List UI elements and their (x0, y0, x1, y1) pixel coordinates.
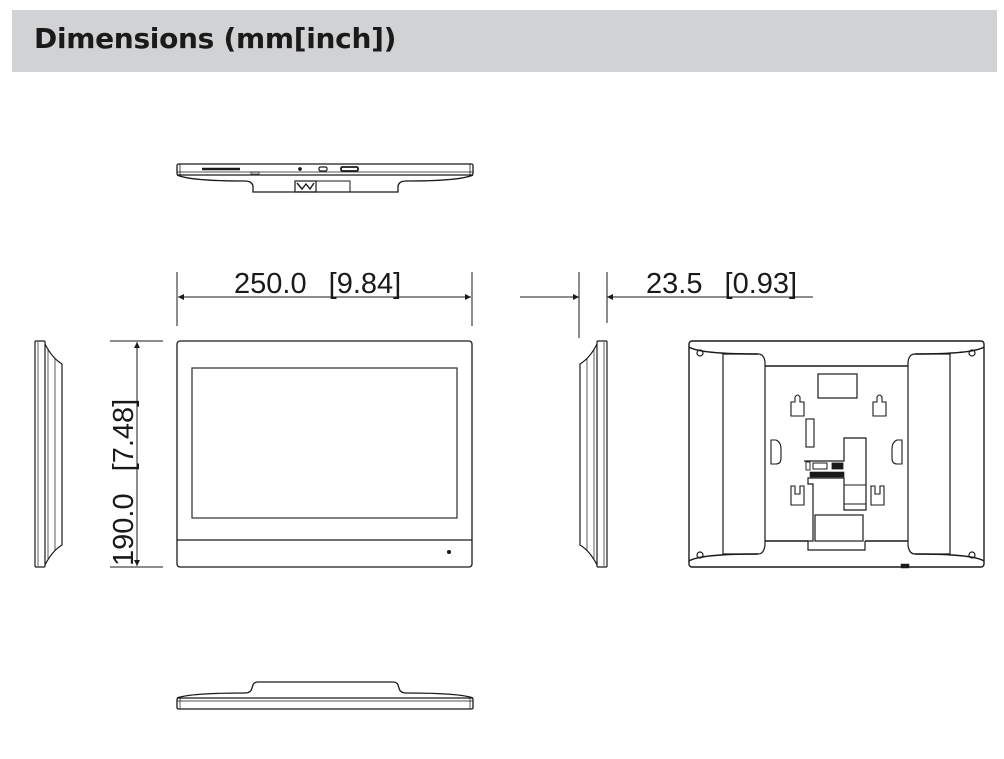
width-value: 250.0 [9.84] (234, 268, 401, 300)
left-side-view (34, 340, 63, 568)
front-view (176, 340, 473, 568)
height-value: 190.0 [7.48] (108, 399, 140, 566)
depth-value: 23.5 [0.93] (646, 268, 797, 300)
section-title: Dimensions (mm[inch]) (34, 22, 397, 55)
width-dimension (176, 272, 473, 326)
section-header: Dimensions (mm[inch]) (12, 10, 997, 72)
rear-view (688, 340, 985, 569)
right-side-view (579, 340, 608, 568)
height-dimension (110, 340, 163, 568)
bottom-view (176, 681, 474, 710)
depth-dimension (520, 272, 813, 338)
top-view (176, 163, 474, 193)
screen-area (192, 368, 457, 518)
